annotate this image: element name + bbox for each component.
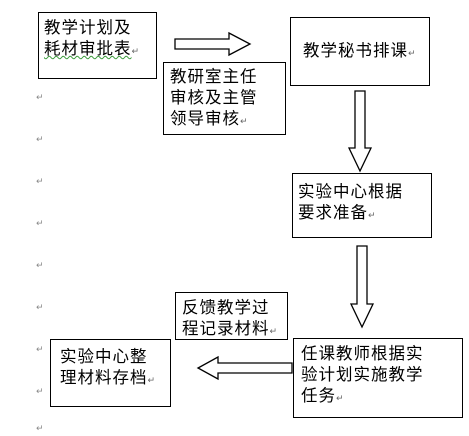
step-box-archive: [50, 339, 171, 407]
paragraph-mark: ↵: [36, 387, 44, 397]
step-label: 任课教师根据实 验计划实施教学 任务↵: [301, 344, 424, 405]
step-box-teaching: [293, 338, 463, 418]
note-box-feedback: [175, 292, 288, 340]
paragraph-mark: ↵: [36, 177, 44, 187]
arrow-right-icon: [174, 31, 252, 57]
note-label: 教研室主任 审核及主管 领导审核↵: [170, 67, 258, 128]
paragraph-mark: ↵: [36, 135, 44, 145]
note-box-review: [163, 62, 286, 135]
arrow-down-icon: [349, 245, 375, 329]
paragraph-mark: ↵: [36, 261, 44, 271]
step-label: 教学计划及 耗材审批表↵: [44, 18, 140, 58]
paragraph-mark: ↵: [36, 424, 44, 434]
step-label: 实验中心根据 要求准备↵: [298, 182, 403, 222]
arrow-left-icon: [196, 355, 293, 381]
step-label: 教学秘书排课↵: [303, 41, 416, 60]
paragraph-mark: ↵: [36, 345, 44, 355]
step-box-approval-form: [38, 12, 157, 79]
note-label: 反馈教学过 程记录材料↵: [182, 298, 278, 338]
arrow-down-icon: [347, 90, 373, 173]
step-box-preparation: [292, 173, 432, 238]
paragraph-mark: ↵: [36, 303, 44, 313]
paragraph-mark: ↵: [36, 219, 44, 229]
paragraph-mark: ↵: [36, 93, 44, 103]
step-label: 实验中心整 理材料存档↵: [60, 347, 156, 387]
step-box-scheduling: [290, 17, 430, 86]
